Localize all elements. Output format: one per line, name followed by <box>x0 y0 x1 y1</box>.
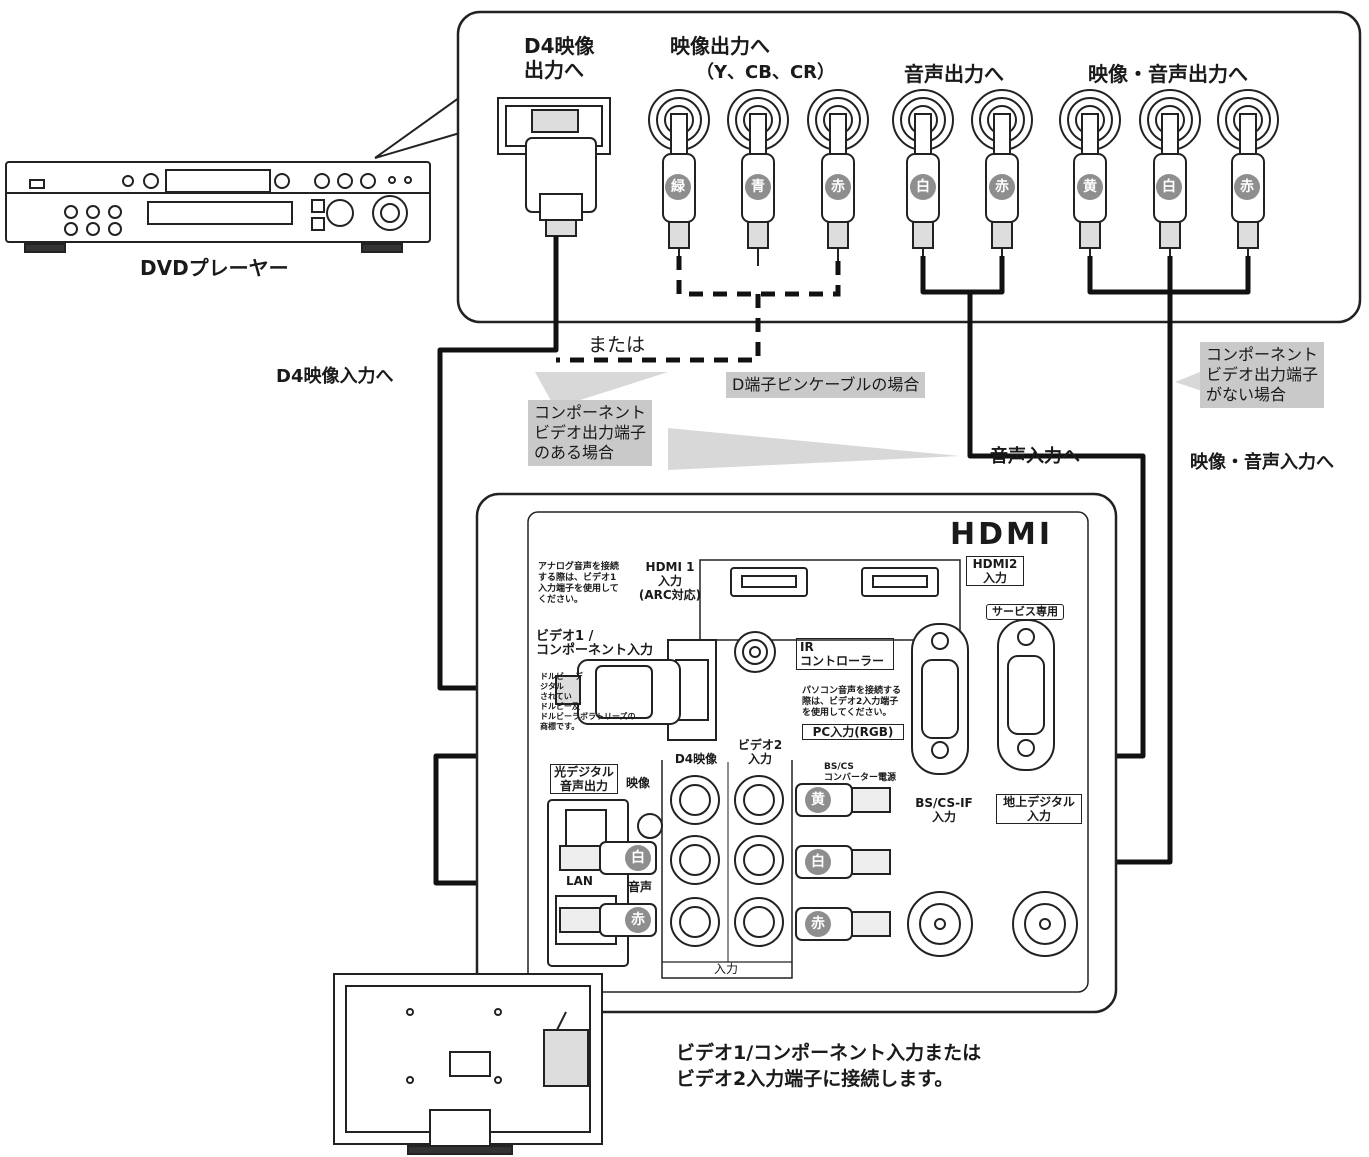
plug-badge-blue: 青 <box>745 174 771 200</box>
d4-in-label: D4映像入力へ <box>276 366 393 388</box>
plug-badge-green: 緑 <box>665 174 691 200</box>
d4-video-label: D4映像 <box>664 752 728 766</box>
tv-plug-badge-red: 赤 <box>625 907 651 933</box>
av-in-label: 映像・音声入力へ <box>1190 452 1334 474</box>
analog-audio-note: アナログ音声を接続 する際は、ビデオ1 入力端子を使用して ください。 <box>538 562 619 606</box>
hdmi1-label: HDMI 1 入力 (ARC対応) <box>636 560 704 602</box>
ir-label: IR コントローラー <box>796 638 894 670</box>
tv-plug-badge-red: 赤 <box>805 911 831 937</box>
plug-badge-red: 赤 <box>825 174 851 200</box>
hdmi2-label: HDMI2 入力 <box>966 556 1024 586</box>
terrestrial-label: 地上デジタル 入力 <box>996 794 1082 824</box>
has-component-note: コンポーネント ビデオ出力端子 のある場合 <box>528 400 652 466</box>
service-label: サービス専用 <box>986 604 1064 620</box>
video-out-sub-label: （Y、CB、CR） <box>696 62 835 84</box>
lan-label: LAN <box>566 874 593 888</box>
pc-rgb-port <box>912 624 968 774</box>
d4-out-label: D4映像 出力へ <box>524 34 595 82</box>
video1-label: ビデオ1 / コンポーネント入力 <box>536 630 653 658</box>
audio-label: 音声 <box>628 880 652 894</box>
or-label: または <box>588 330 645 357</box>
bs-if-label: BS/CS-IF 入力 <box>906 796 982 824</box>
ir-jack <box>735 632 775 672</box>
plug-badge-yellow: 黄 <box>1077 174 1103 200</box>
service-port <box>998 620 1054 770</box>
video2-label: ビデオ2 入力 <box>728 738 792 766</box>
plug-badge-red: 赤 <box>989 174 1015 200</box>
av-out-label: 映像・音声出力へ <box>1088 62 1248 86</box>
dvd-player-icon <box>6 162 430 252</box>
caption: ビデオ1/コンポーネント入力または ビデオ2入力端子に接続します。 <box>676 1040 981 1092</box>
dvd-player-label: DVDプレーヤー <box>140 256 289 280</box>
plug-badge-red: 赤 <box>1234 174 1260 200</box>
tv-plug-badge-yellow: 黄 <box>805 787 831 813</box>
video-label: 映像 <box>626 776 650 790</box>
optical-label: 光デジタル 音声出力 <box>550 764 618 794</box>
bs-power-label: BS/CS コンバーター電源 <box>824 762 896 784</box>
audio-out-label: 音声出力へ <box>904 62 1004 86</box>
pc-in-label: PC入力(RGB) <box>802 724 904 740</box>
hdmi-logo: HDMI <box>950 518 1053 552</box>
audio-in-label: 音声入力へ <box>990 446 1080 468</box>
plug-badge-white: 白 <box>910 174 936 200</box>
input-label: 入力 <box>694 962 758 976</box>
video-out-label: 映像出力へ <box>670 34 770 58</box>
tv-plug-badge-white: 白 <box>805 849 831 875</box>
tv-rear-icon <box>334 974 602 1154</box>
no-component-note: コンポーネント ビデオ出力端子 がない場合 <box>1200 342 1324 408</box>
pc-audio-note: パソコン音声を接続する 際は、ビデオ2入力端子 を使用してください。 <box>802 686 901 719</box>
dolby-note: ドルビー デ ジタル されてい ドルビー及 ドルビーラボラトリーズの 商標です。 <box>540 672 636 732</box>
plug-badge-white: 白 <box>1156 174 1182 200</box>
tv-plug-badge-white: 白 <box>625 845 651 871</box>
d-pin-note: D端子ピンケーブルの場合 <box>726 372 925 398</box>
